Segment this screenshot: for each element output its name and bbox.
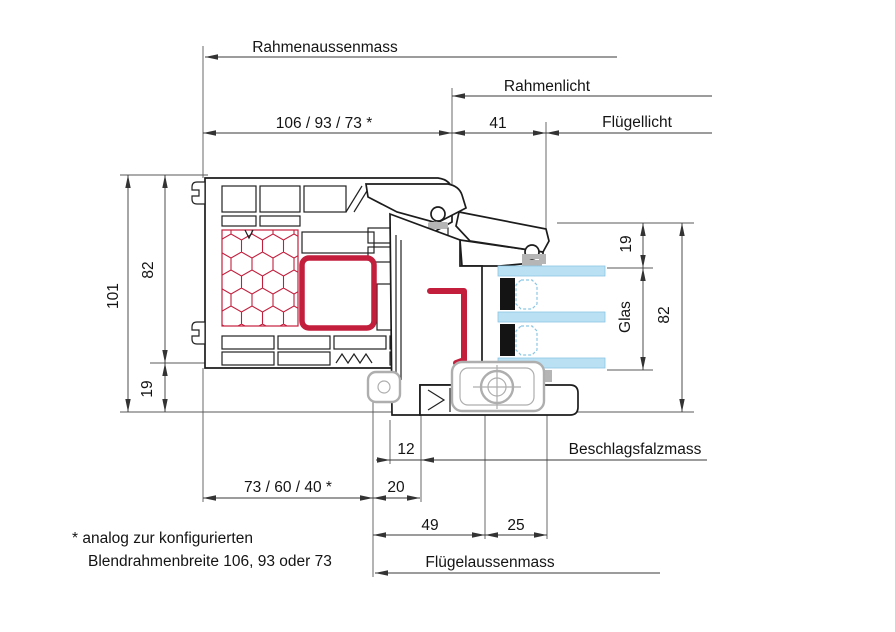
insulation-honeycomb	[221, 229, 299, 327]
gasket-zigzag	[335, 352, 373, 365]
label-19-right: 19	[618, 235, 635, 252]
outside-arrow-left	[377, 457, 390, 463]
outside-arrow-right	[421, 457, 434, 463]
label-fluegelaussenmass: Flügelaussenmass	[425, 554, 554, 571]
glass-pane-outer	[497, 265, 606, 277]
dimension-lines	[125, 54, 712, 576]
label-82-left: 82	[140, 261, 157, 278]
footnote-line2: Blendrahmenbreite 106, 93 oder 73	[88, 553, 332, 570]
label-rahmenaussenmass: Rahmenaussenmass	[252, 39, 398, 56]
frame-hook-bottom	[191, 321, 206, 345]
label-25: 25	[507, 517, 524, 534]
label-frame-width-variants: 106 / 93 / 73 *	[276, 115, 373, 132]
footnote-line1: * analog zur konfigurierten	[72, 530, 253, 547]
glass-pane-middle	[497, 311, 606, 323]
glass-spacer-1	[500, 278, 515, 310]
dimension-labels: Rahmenaussenmass Rahmenlicht 106 / 93 / …	[105, 39, 702, 571]
label-frame-face-variants: 73 / 60 / 40 *	[244, 479, 332, 496]
label-fluegellicht: Flügellicht	[602, 114, 672, 131]
frame-hook-top	[191, 181, 206, 205]
spacer-profile-2	[515, 325, 538, 356]
spacer-profile-1	[515, 279, 538, 310]
label-82-right: 82	[656, 306, 673, 323]
label-49: 49	[421, 517, 438, 534]
glass-unit	[497, 254, 606, 382]
steel-reinforcement-square	[299, 255, 377, 331]
label-41: 41	[489, 115, 506, 132]
gasket-foot-1	[428, 222, 448, 229]
sash-middle-flange	[455, 211, 550, 253]
glazing-clamp-top	[522, 254, 546, 264]
footnote: * analog zur konfigurierten Blendrahmenb…	[72, 530, 332, 570]
label-glas: Glas	[617, 301, 634, 333]
gasket-roller-1	[430, 206, 446, 222]
label-19-left: 19	[139, 380, 156, 397]
label-beschlagsfalzmass: Beschlagsfalzmass	[569, 441, 702, 458]
hardware-corner-guide	[366, 370, 402, 404]
label-12: 12	[397, 441, 414, 458]
hardware-fittings	[366, 360, 546, 413]
label-20: 20	[387, 479, 405, 496]
glass-spacer-2	[500, 324, 515, 356]
label-101: 101	[105, 283, 122, 309]
label-rahmenlicht: Rahmenlicht	[504, 78, 591, 95]
